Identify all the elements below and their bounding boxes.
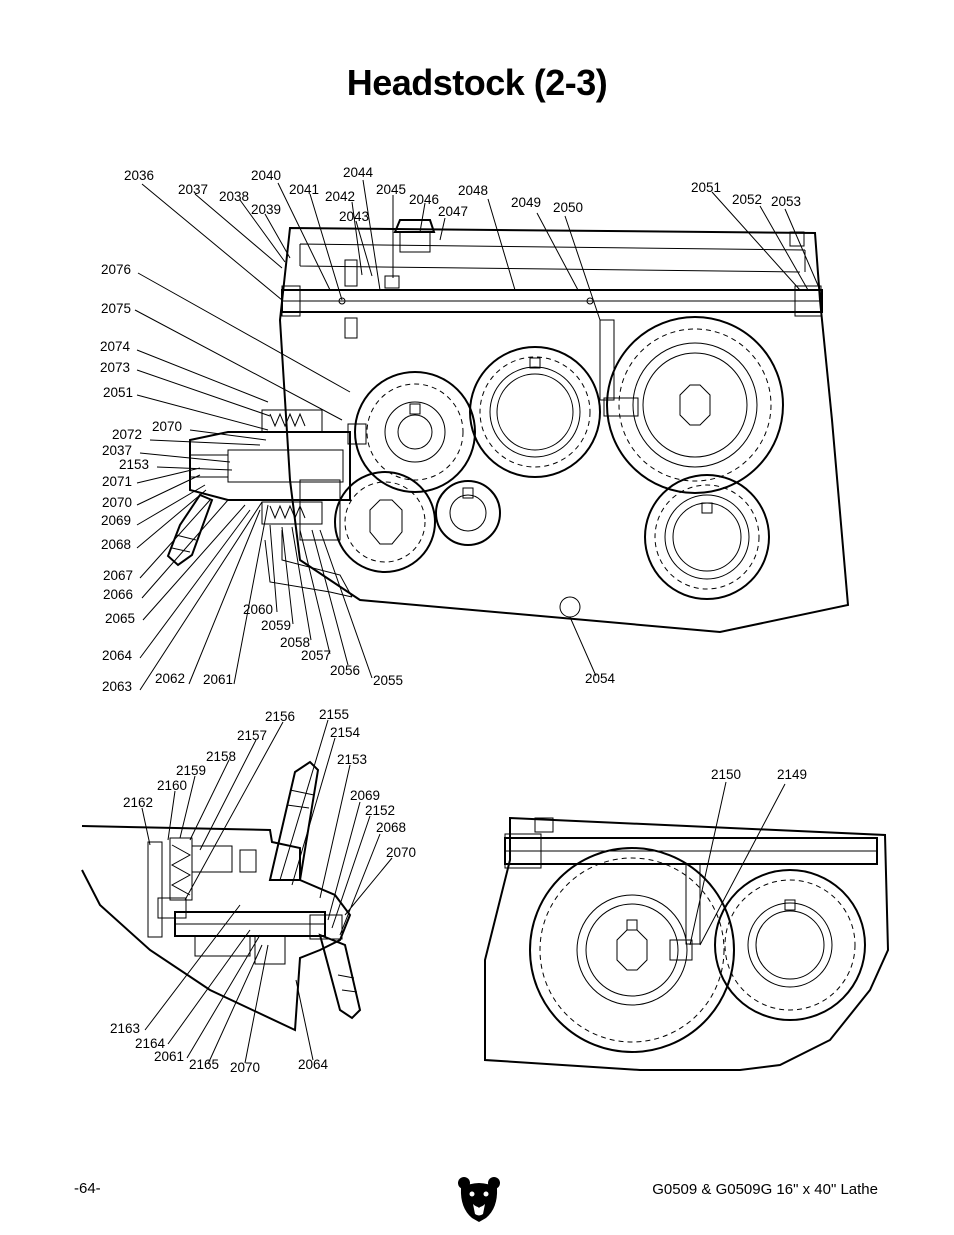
callout-2070-ll: 2070 xyxy=(386,845,416,860)
callout-2070: 2070 xyxy=(152,419,182,434)
callout-2153: 2153 xyxy=(119,457,149,472)
callout-2070-b: 2070 xyxy=(102,495,132,510)
callout-2150: 2150 xyxy=(711,767,741,782)
callout-2069-ll: 2069 xyxy=(350,788,380,803)
callout-2057: 2057 xyxy=(301,648,331,663)
callout-2042: 2042 xyxy=(325,189,355,204)
callout-2065: 2065 xyxy=(105,611,135,626)
callout-2054: 2054 xyxy=(585,671,616,686)
callout-2052: 2052 xyxy=(732,192,762,207)
callout-2068-ll: 2068 xyxy=(376,820,406,835)
callout-2074: 2074 xyxy=(100,339,131,354)
callout-2059: 2059 xyxy=(261,618,291,633)
callout-2056: 2056 xyxy=(330,663,360,678)
callout-2053: 2053 xyxy=(771,194,801,209)
lower-left-lever-drawing xyxy=(81,760,362,1032)
callout-2061-ll: 2061 xyxy=(154,1049,184,1064)
lower-right-gear-drawing xyxy=(484,816,890,1071)
callout-2060: 2060 xyxy=(243,602,273,617)
callout-2075: 2075 xyxy=(101,301,131,316)
page-title: Headstock (2-3) xyxy=(346,62,608,103)
lower-left-callout-labels: 2156 2155 2154 2157 2158 2159 2160 2162 … xyxy=(110,707,416,1075)
footer-model-name: G0509 & G0509G 16" x 40" Lathe xyxy=(652,1181,878,1198)
callout-2076: 2076 xyxy=(101,262,131,277)
callout-2072: 2072 xyxy=(112,427,142,442)
callout-2038: 2038 xyxy=(219,189,249,204)
callout-2070-ll2: 2070 xyxy=(230,1060,260,1075)
callout-2071: 2071 xyxy=(102,474,132,489)
callout-2068: 2068 xyxy=(101,537,131,552)
callout-2152: 2152 xyxy=(365,803,395,818)
callout-2164: 2164 xyxy=(135,1036,166,1051)
callout-2048: 2048 xyxy=(458,183,488,198)
callout-2156: 2156 xyxy=(265,709,295,724)
callout-2163: 2163 xyxy=(110,1021,140,1036)
callout-2158: 2158 xyxy=(206,749,236,764)
callout-2049: 2049 xyxy=(511,195,541,210)
callout-2165: 2165 xyxy=(189,1057,219,1072)
main-headstock-drawing xyxy=(166,219,850,634)
callout-2051-b: 2051 xyxy=(103,385,133,400)
callout-2055: 2055 xyxy=(373,673,403,688)
callout-2067: 2067 xyxy=(103,568,133,583)
lower-right-callout-labels: 2150 2149 xyxy=(711,767,807,782)
callout-2069: 2069 xyxy=(101,513,131,528)
callout-2039: 2039 xyxy=(251,202,281,217)
page-number: -64- xyxy=(74,1180,101,1197)
main-callout-labels: 2036 2037 2038 2039 2040 2041 2042 2043 … xyxy=(100,165,801,694)
callout-2064-ll: 2064 xyxy=(298,1057,329,1072)
callout-2073: 2073 xyxy=(100,360,130,375)
callout-2061: 2061 xyxy=(203,672,233,687)
callout-2041: 2041 xyxy=(289,182,319,197)
callout-2046: 2046 xyxy=(409,192,439,207)
callout-2149: 2149 xyxy=(777,767,807,782)
callout-2063: 2063 xyxy=(102,679,132,694)
callout-2043: 2043 xyxy=(339,209,369,224)
lower-right-leader-lines xyxy=(689,781,786,946)
callout-2160: 2160 xyxy=(157,778,187,793)
callout-2159: 2159 xyxy=(176,763,206,778)
callout-2153-ll: 2153 xyxy=(337,752,367,767)
callout-2051: 2051 xyxy=(691,180,721,195)
callout-2050: 2050 xyxy=(553,200,583,215)
callout-2044: 2044 xyxy=(343,165,374,180)
callout-2157: 2157 xyxy=(237,728,267,743)
callout-2037: 2037 xyxy=(178,182,208,197)
callout-2040: 2040 xyxy=(251,168,281,183)
callout-2162: 2162 xyxy=(123,795,153,810)
grizzly-bear-logo-icon xyxy=(458,1177,500,1222)
callout-2066: 2066 xyxy=(103,587,133,602)
callout-2036: 2036 xyxy=(124,168,154,183)
callout-2155: 2155 xyxy=(319,707,349,722)
callout-2154: 2154 xyxy=(330,725,361,740)
callout-2058: 2058 xyxy=(280,635,310,650)
callout-2047: 2047 xyxy=(438,204,468,219)
callout-2037-b: 2037 xyxy=(102,443,132,458)
main-leader-lines xyxy=(134,179,821,691)
callout-2064: 2064 xyxy=(102,648,133,663)
callout-2045: 2045 xyxy=(376,182,406,197)
lower-left-leader-lines xyxy=(141,719,393,1065)
callout-2062: 2062 xyxy=(155,671,185,686)
